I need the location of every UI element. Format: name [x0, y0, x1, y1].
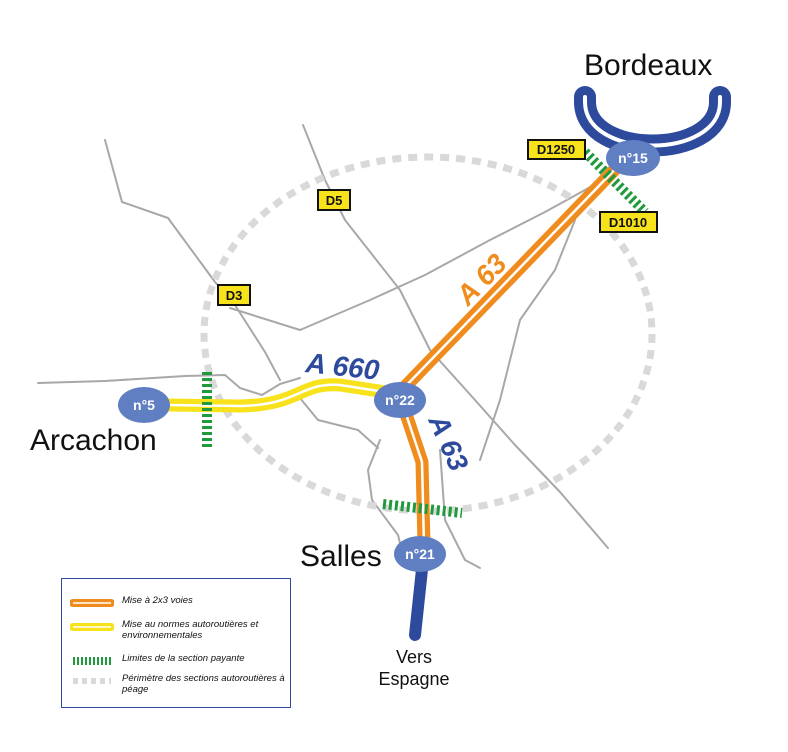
svg-text:D1250: D1250	[537, 142, 575, 157]
svg-text:n°21: n°21	[405, 546, 435, 562]
city-arcachon: Arcachon	[30, 424, 157, 457]
legend-item-widening: Mise à 2x3 voies	[70, 595, 292, 608]
sign-d1010: D1010	[599, 211, 658, 233]
toll-limit-markers	[202, 148, 649, 518]
legend-label-perimeter: Périmètre des sections autoroutières à p…	[122, 673, 285, 695]
exit-n15: n°15	[606, 140, 660, 176]
highway-south-extension	[409, 554, 429, 641]
svg-text:n°15: n°15	[618, 150, 648, 166]
svg-text:D5: D5	[326, 193, 343, 208]
sign-d1250: D1250	[527, 139, 586, 160]
legend-label-upgrade: Mise au normes autoroutières et environn…	[122, 619, 259, 641]
sign-d3: D3	[217, 284, 251, 306]
sign-d5: D5	[317, 189, 351, 211]
orange-road-swatch	[70, 599, 114, 607]
legend-label-widening: Mise à 2x3 voies	[122, 595, 193, 606]
svg-text:n°22: n°22	[385, 392, 415, 408]
exit-n21: n°21	[394, 536, 446, 572]
legend-item-toll-limits: Limites de la section payante	[70, 653, 292, 666]
toll-perimeter	[200, 153, 656, 515]
bordeaux-ring-road	[574, 86, 731, 157]
destination-line2: Espagne	[378, 669, 449, 689]
exit-n5: n°5	[118, 387, 170, 423]
svg-text:D1010: D1010	[609, 215, 647, 230]
label-a660: A 660	[303, 347, 381, 386]
legend-label-toll-limits: Limites de la section payante	[122, 653, 245, 664]
map-legend: Mise à 2x3 voies Mise au normes autorout…	[61, 578, 291, 708]
city-bordeaux: Bordeaux	[584, 49, 712, 82]
destination-line1: Vers	[396, 647, 432, 667]
svg-text:D3: D3	[226, 288, 243, 303]
legend-item-perimeter: Périmètre des sections autoroutières à p…	[70, 673, 292, 695]
svg-text:n°5: n°5	[133, 397, 155, 413]
label-a63-south: A 63	[422, 409, 475, 476]
green-dashed-swatch	[73, 657, 111, 665]
a63-south-road	[396, 398, 431, 552]
exit-n22: n°22	[374, 382, 426, 418]
legend-item-upgrade: Mise au normes autoroutières et environn…	[70, 619, 292, 641]
city-salles: Salles	[300, 540, 382, 573]
grey-dotted-swatch	[73, 678, 111, 684]
yellow-road-swatch	[70, 623, 114, 631]
